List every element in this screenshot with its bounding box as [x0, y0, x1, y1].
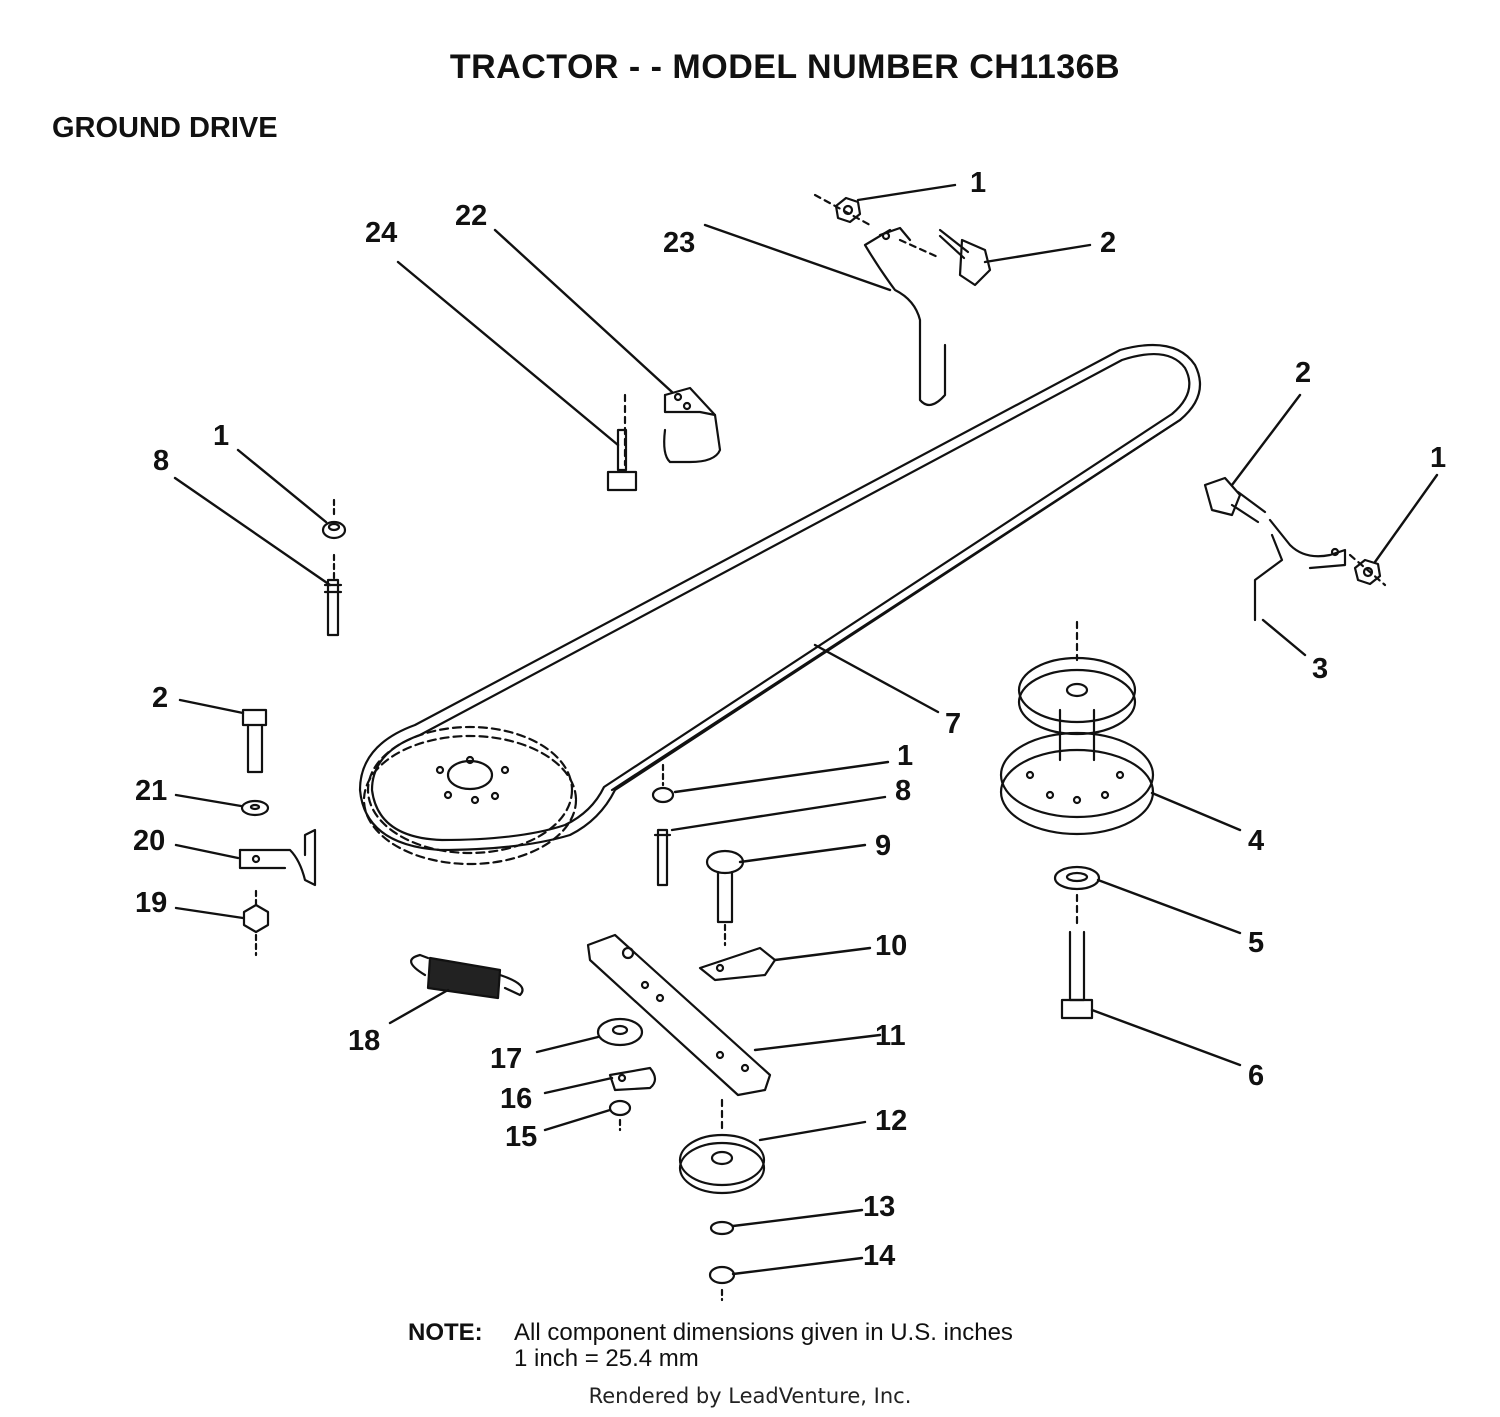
- belt-guide-right: [1253, 518, 1387, 622]
- tension-spring: [410, 953, 524, 1000]
- callout-10: 10: [875, 930, 907, 962]
- callout-5: 5: [1248, 927, 1264, 959]
- lock-washer: [1053, 865, 1101, 927]
- note-label: NOTE:: [408, 1319, 483, 1346]
- section-title: GROUND DRIVE: [52, 112, 278, 144]
- shoulder-bolt: [1060, 930, 1094, 1020]
- idler-arm: [586, 933, 772, 1097]
- callout-2: 2: [152, 682, 168, 714]
- callout-4: 4: [1248, 825, 1264, 857]
- callout-1: 1: [213, 420, 229, 452]
- drive-belt: [358, 343, 1202, 852]
- footer-credit: Rendered by LeadVenture, Inc.: [588, 1384, 912, 1408]
- belt-guide-top: [813, 193, 947, 407]
- hex-nut: [834, 196, 862, 224]
- carriage-bolt: [705, 849, 745, 924]
- hex-nut-bottom-left: [242, 888, 270, 957]
- callout-21: 21: [135, 775, 167, 807]
- callout-6: 6: [1248, 1060, 1264, 1092]
- washer-idler: [709, 1220, 735, 1236]
- callout-18: 18: [348, 1025, 380, 1057]
- double-pulley: [999, 620, 1155, 836]
- engine-pulley: [362, 725, 578, 866]
- small-bracket: [608, 1066, 657, 1092]
- stud-center: [653, 828, 672, 887]
- stud-left: [323, 553, 343, 637]
- callout-2: 2: [1295, 357, 1311, 389]
- bracket-left: [238, 828, 317, 887]
- hex-bolt-left: [241, 708, 268, 774]
- leader-lines: [173, 183, 1439, 1276]
- callout-17: 17: [490, 1043, 522, 1075]
- screw: [606, 428, 638, 492]
- hex-nut-right: [1353, 558, 1382, 586]
- page-title: TRACTOR - - MODEL NUMBER CH1136B: [449, 48, 1121, 86]
- hex-nut-left: [321, 498, 347, 540]
- callout-2: 2: [1100, 227, 1116, 259]
- hex-bolt-right: [1203, 476, 1267, 524]
- note: NOTE: All component dimensions given in U…: [408, 1320, 1013, 1372]
- spacer: [596, 1017, 644, 1047]
- callout-11: 11: [875, 1020, 906, 1052]
- hex-nut-idler: [708, 1265, 736, 1302]
- callout-9: 9: [875, 830, 891, 862]
- callout-1: 1: [897, 740, 913, 772]
- callout-13: 13: [863, 1191, 895, 1223]
- callout-8: 8: [153, 445, 169, 477]
- hex-bolt: [938, 228, 992, 287]
- hex-nut-center: [651, 763, 675, 804]
- callout-1: 1: [970, 167, 986, 199]
- bracket: [623, 386, 722, 467]
- callout-20: 20: [133, 825, 165, 857]
- note-line-2: 1 inch = 25.4 mm: [514, 1345, 699, 1372]
- callout-7: 7: [945, 708, 961, 740]
- callout-24: 24: [365, 217, 397, 249]
- callout-labels: 1 2 23 22 24 1 8 2 1 3 2 21 20 19 7 1 8 …: [133, 167, 1446, 1272]
- callout-1: 1: [1430, 442, 1446, 474]
- callout-15: 15: [505, 1121, 537, 1153]
- callout-3: 3: [1312, 653, 1328, 685]
- washer-left: [240, 799, 270, 817]
- callout-19: 19: [135, 887, 167, 919]
- callout-22: 22: [455, 200, 487, 232]
- callout-16: 16: [500, 1083, 532, 1115]
- callout-23: 23: [663, 227, 695, 259]
- clip: [698, 923, 777, 982]
- note-line-1: All component dimensions given in U.S. i…: [514, 1319, 1013, 1346]
- callout-14: 14: [863, 1240, 895, 1272]
- idler-pulley: [678, 1098, 766, 1195]
- callout-12: 12: [875, 1105, 907, 1137]
- hex-nut-small: [608, 1099, 632, 1132]
- callout-8: 8: [895, 775, 911, 807]
